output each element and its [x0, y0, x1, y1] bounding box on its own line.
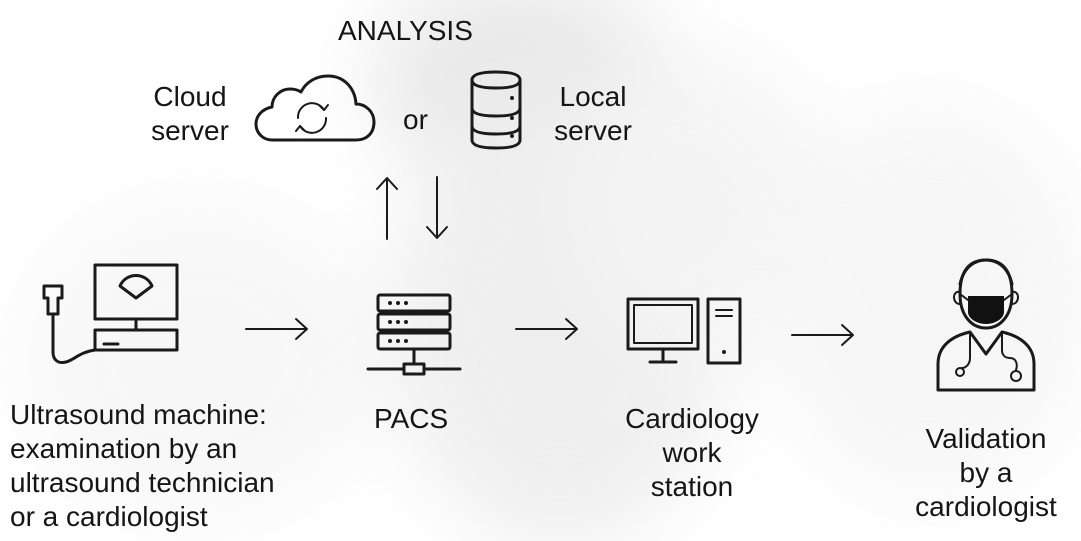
validation-label: Validation by a cardiologist: [896, 422, 1076, 524]
doctor-icon: [930, 254, 1042, 399]
database-icon: [468, 70, 524, 155]
ultrasound-line-2: examination by an: [10, 433, 238, 464]
cloud-server-label: Cloud server: [140, 80, 240, 148]
arrow-right-icon: [514, 316, 580, 347]
validation-line-1: Validation: [925, 423, 1047, 454]
ultrasound-line-4: or a cardiologist: [10, 501, 208, 532]
cloud-server-line-1: Cloud: [153, 81, 227, 112]
arrow-right-icon: [790, 322, 856, 353]
ultrasound-machine-icon: [38, 262, 183, 377]
cloud-server-line-2: server: [151, 115, 229, 146]
or-label: or: [403, 104, 428, 135]
pacs-label: PACS: [374, 403, 449, 434]
arrow-right-icon: [244, 316, 310, 347]
workstation-icon: [626, 296, 746, 371]
local-server-label: Local server: [540, 80, 646, 148]
cardiology-ws-line-2: work: [662, 437, 722, 468]
local-server-line-2: server: [554, 115, 632, 146]
server-rack-icon: [366, 292, 462, 389]
analysis-title: ANALYSIS: [338, 15, 473, 46]
arrow-down-icon: [422, 175, 452, 246]
validation-line-3: cardiologist: [915, 491, 1057, 522]
cardiology-workstation-label: Cardiology work station: [604, 402, 780, 504]
local-server-line-1: Local: [559, 81, 627, 112]
ultrasound-label: Ultrasound machine: examination by an ul…: [10, 398, 275, 534]
cardiology-ws-line-3: station: [650, 471, 734, 502]
validation-line-2: by a: [959, 457, 1013, 488]
cardiology-ws-line-1: Cardiology: [625, 403, 759, 434]
cloud-sync-icon: [254, 70, 376, 155]
ultrasound-line-3: ultrasound technician: [10, 467, 275, 498]
ultrasound-line-1: Ultrasound machine:: [10, 399, 267, 430]
arrow-up-icon: [372, 175, 402, 246]
